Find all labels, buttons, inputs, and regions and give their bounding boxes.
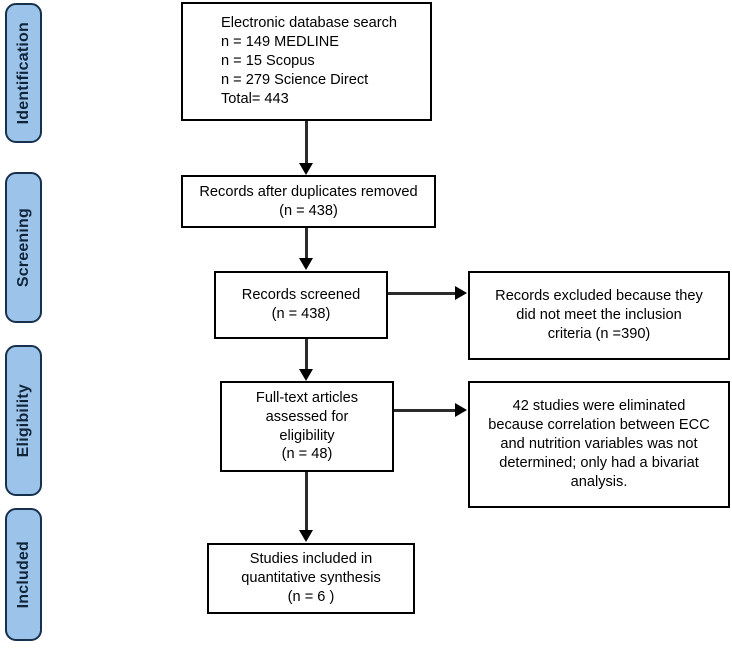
arrow-search-to-duplicates (299, 163, 313, 175)
records-screened-line-2: (n = 438) (271, 306, 331, 322)
stage-pill-eligibility: Eligibility (5, 345, 42, 496)
stage-label-included: Included (14, 540, 32, 609)
arrow-screened-to-fulltext (299, 369, 313, 381)
records-screened-line-1: Records screened (241, 287, 361, 304)
studies-eliminated-line-4: determined; only had a bivariat (499, 454, 699, 471)
stage-label-identification: Identification (14, 21, 32, 125)
arrow-fulltext-to-included (299, 530, 313, 542)
fulltext-assessed-line-2: assessed for (265, 408, 349, 425)
box-fulltext-assessed: Full-text articles assessed for eligibil… (220, 381, 394, 472)
fulltext-assessed-line-3: eligibility (279, 427, 335, 444)
arrow-screened-to-excluded (455, 286, 467, 300)
database-search-line-5: Total= 443 (221, 90, 289, 107)
database-search-line-4: n = 279 Science Direct (221, 71, 369, 88)
duplicates-removed-line-2: (n = 438) (279, 202, 338, 219)
duplicates-removed-line-1: Records after duplicates removed (199, 183, 418, 200)
studies-included-line-2: quantitative synthesis (241, 570, 381, 587)
database-search-line-1: Electronic database search (221, 15, 398, 32)
studies-included-line-3: (n = 6 ) (287, 588, 335, 605)
arrow-duplicates-to-screened (299, 258, 313, 270)
database-search-line-3: n = 15 Scopus (221, 53, 315, 70)
records-excluded-line-3: criteria (n =390) (547, 325, 651, 342)
connector-line-screened-to-excluded (388, 292, 456, 295)
studies-eliminated-line-2: because correlation between ECC (488, 417, 710, 434)
box-studies-included: Studies included in quantitative synthes… (207, 543, 415, 614)
stage-pill-included: Included (5, 508, 42, 641)
stage-label-eligibility: Eligibility (14, 383, 32, 458)
connector-line-search-to-duplicates (305, 121, 308, 165)
connector-line-screened-to-fulltext (305, 339, 308, 370)
stage-pill-screening: Screening (5, 172, 42, 323)
connector-line-fulltext-to-included (305, 472, 308, 531)
connector-line-fulltext-to-eliminated (394, 409, 456, 412)
records-excluded-line-1: Records excluded because they (495, 288, 703, 305)
box-studies-eliminated: 42 studies were eliminated because corre… (468, 381, 730, 508)
fulltext-assessed-line-4: (n = 48) (281, 446, 333, 463)
studies-eliminated-line-3: and nutrition variables was not (500, 436, 698, 453)
connector-line-duplicates-to-screened (305, 228, 308, 259)
studies-eliminated-line-1: 42 studies were eliminated (512, 398, 686, 415)
stage-pill-identification: Identification (5, 3, 42, 143)
fulltext-assessed-line-1: Full-text articles (255, 389, 359, 406)
box-database-search: Electronic database search n = 149 MEDLI… (181, 2, 432, 121)
box-records-screened: Records screened (n = 438) (214, 271, 388, 339)
box-duplicates-removed: Records after duplicates removed (n = 43… (181, 175, 436, 228)
studies-eliminated-line-5: analysis. (570, 473, 628, 490)
arrow-fulltext-to-eliminated (455, 403, 467, 417)
box-records-excluded: Records excluded because they did not me… (468, 271, 730, 360)
database-search-line-2: n = 149 MEDLINE (221, 34, 340, 51)
studies-included-line-1: Studies included in (249, 551, 373, 568)
records-excluded-line-2: did not meet the inclusion (516, 307, 682, 324)
stage-label-screening: Screening (14, 207, 32, 288)
